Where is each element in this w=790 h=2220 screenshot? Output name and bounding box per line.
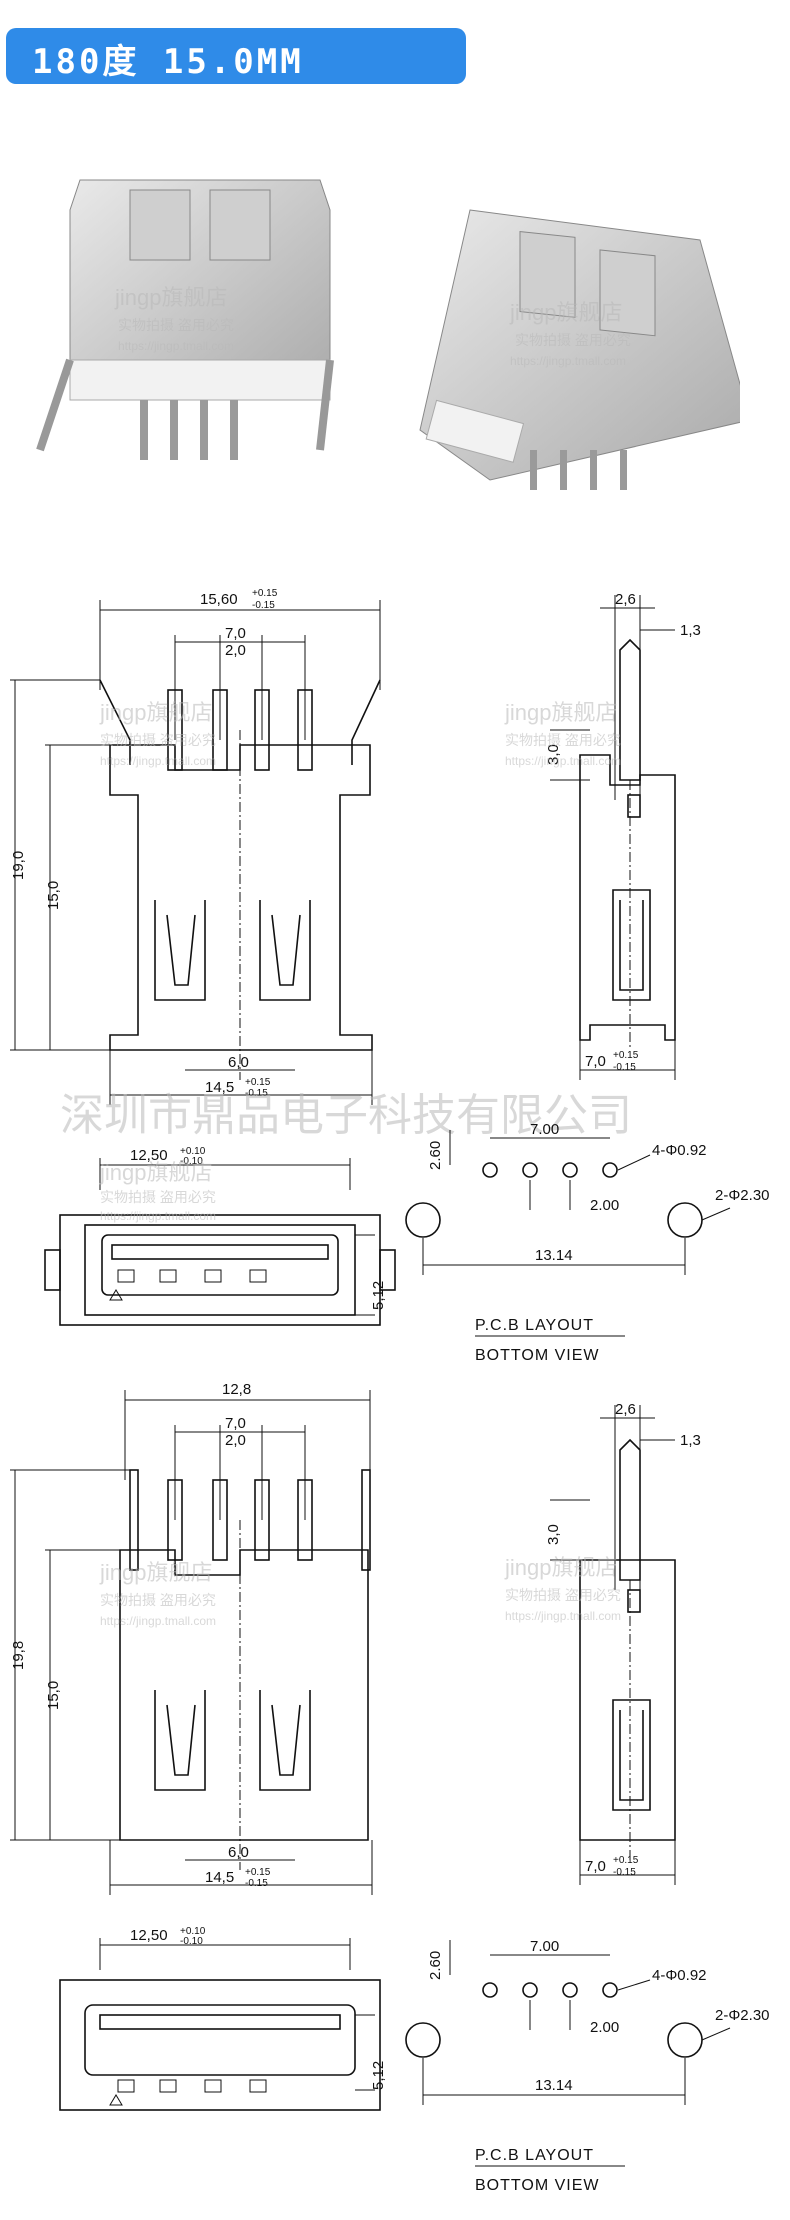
drawing-bottom-1: 12,50 +0.10 -0.10 5,12 jingp旗舰店 实物拍摄 盗用必… <box>44 1146 396 1326</box>
svg-text:jingp旗舰店: jingp旗舰店 <box>99 700 212 725</box>
svg-text:实物拍摄 盗用必究: 实物拍摄 盗用必究 <box>118 317 234 333</box>
svg-text:jingp旗舰店: jingp旗舰店 <box>509 300 622 325</box>
pcb-offset: 2.60 <box>427 1141 444 1170</box>
drawing-front-2: 12,8 7,0 2,0 19,8 15,0 6,0 14,5 +0.15 -0… <box>10 1381 373 1895</box>
dim-pin-width: 1,3 <box>680 622 701 639</box>
svg-text:+0.15: +0.15 <box>613 1855 639 1866</box>
svg-text:https://jingp.tmall.com: https://jingp.tmall.com <box>118 339 234 353</box>
page-title: 180度 15.0MM <box>32 42 304 82</box>
dim-depth-2: 7,0 <box>585 1858 606 1875</box>
svg-text:jingp旗舰店: jingp旗舰店 <box>99 1560 212 1585</box>
svg-text:-0.15: -0.15 <box>613 1867 636 1878</box>
company-watermark: 深圳市鼎品电子科技有限公司 <box>60 1091 632 1140</box>
dim-pin-pitch: 2,0 <box>225 642 246 659</box>
svg-text:实物拍摄 盗用必究: 实物拍摄 盗用必究 <box>515 332 631 348</box>
dim-tab-span-2: 6,0 <box>228 1844 249 1861</box>
drawing-front-1: 15,60 +0.15 -0.15 7,0 2,0 19,0 15,0 6,0 … <box>10 588 381 1105</box>
product-photo-front: jingp旗舰店 实物拍摄 盗用必究 https://jingp.tmall.c… <box>36 179 334 460</box>
pcb-pin-span: 7.00 <box>530 1121 559 1138</box>
dim-pin-length-2: 3,0 <box>545 1524 562 1545</box>
dim-pin-pitch-2: 2,0 <box>225 1432 246 1449</box>
svg-text:https://jingp.tmall.com: https://jingp.tmall.com <box>505 754 621 768</box>
svg-text:-0.15: -0.15 <box>252 600 275 611</box>
svg-text:+0.10: +0.10 <box>180 1146 206 1157</box>
photo-watermark: jingp旗舰店 <box>114 285 227 310</box>
dim-height-total-2: 19,8 <box>10 1641 27 1670</box>
pcb-offset-2: 2.60 <box>427 1951 444 1980</box>
svg-text:https://jingp.tmall.com: https://jingp.tmall.com <box>510 354 626 368</box>
dim-height-total: 19,0 <box>10 851 27 880</box>
dim-body-height-2: 15,0 <box>45 1681 62 1710</box>
svg-text:https://jingp.tmall.com: https://jingp.tmall.com <box>505 1609 621 1623</box>
dim-base-width-2: 14,5 <box>205 1869 234 1886</box>
dim-pin-width-2: 1,3 <box>680 1432 701 1449</box>
dim-body-height: 15,0 <box>45 881 62 910</box>
svg-text:实物拍摄 盗用必究: 实物拍摄 盗用必究 <box>100 732 216 748</box>
svg-text:实物拍摄 盗用必究: 实物拍摄 盗用必究 <box>505 732 621 748</box>
svg-text:https://jingp.tmall.com: https://jingp.tmall.com <box>100 1614 216 1628</box>
drawing-side-1: 2,6 1,3 3,0 7,0 +0.15 -0.15 jingp旗舰店 实物拍… <box>504 591 701 1080</box>
pcb-tab-hole-2: 2-Φ2.30 <box>715 2007 770 2024</box>
dim-width-total-2: 12,8 <box>222 1381 251 1398</box>
pcb-subtitle: BOTTOM VIEW <box>475 1347 599 1364</box>
svg-text:https://jingp.tmall.com: https://jingp.tmall.com <box>100 754 216 768</box>
dim-thickness-2: 2,6 <box>615 1401 636 1418</box>
pcb-title: P.C.B LAYOUT <box>475 1317 594 1334</box>
pcb-subtitle-2: BOTTOM VIEW <box>475 2177 599 2194</box>
svg-text:+0.15: +0.15 <box>613 1050 639 1061</box>
svg-text:+0.15: +0.15 <box>245 1867 271 1878</box>
dim-pin-span-2: 7,0 <box>225 1415 246 1432</box>
svg-text:-0.15: -0.15 <box>245 1878 268 1889</box>
svg-text:-0.15: -0.15 <box>245 1088 268 1099</box>
drawing-bottom-2: 12,50 +0.10 -0.10 5,12 <box>59 1926 387 2111</box>
svg-text:jingp旗舰店: jingp旗舰店 <box>504 1555 617 1580</box>
svg-text:jingp旗舰店: jingp旗舰店 <box>99 1160 212 1185</box>
svg-text:-0.10: -0.10 <box>180 1936 203 1947</box>
pcb-tab-hole: 2-Φ2.30 <box>715 1187 770 1204</box>
dim-thickness: 2,6 <box>615 591 636 608</box>
pcb-tab-span: 13.14 <box>535 1247 573 1264</box>
pcb-title-2: P.C.B LAYOUT <box>475 2147 594 2164</box>
product-photo-angle: jingp旗舰店 实物拍摄 盗用必究 https://jingp.tmall.c… <box>419 209 740 490</box>
svg-text:-0.10: -0.10 <box>180 1156 203 1167</box>
dim-pin-span: 7,0 <box>225 625 246 642</box>
dim-bottom-width: 12,50 <box>130 1147 168 1164</box>
pcb-pin-span-2: 7.00 <box>530 1938 559 1955</box>
dim-bottom-height-2: 5,12 <box>370 2061 387 2090</box>
dim-pin-length: 3,0 <box>545 744 562 765</box>
svg-text:深圳市鼎品电子科技有限公司: 深圳市鼎品电子科技有限公司 <box>60 1091 632 1140</box>
svg-text:-0.15: -0.15 <box>613 1062 636 1073</box>
pcb-layout-2: 2.60 7.00 4-Φ0.92 2.00 2-Φ2.30 13.14 P.C… <box>405 1938 770 2194</box>
svg-text:https://jingp.tmall.com: https://jingp.tmall.com <box>100 1209 216 1223</box>
dim-tab-span: 6,0 <box>228 1054 249 1071</box>
pcb-layout-1: 2.60 7.00 4-Φ0.92 2.00 2-Φ2.30 13.14 P.C… <box>405 1121 770 1364</box>
dim-bottom-height: 5,12 <box>370 1281 387 1310</box>
dim-base-width: 14,5 <box>205 1079 234 1096</box>
drawing-side-2: 2,6 1,3 3,0 7,0 +0.15 -0.15 jingp旗舰店 实物拍… <box>504 1401 701 1885</box>
svg-text:+0.15: +0.15 <box>252 588 278 599</box>
pcb-pin-hole-2: 4-Φ0.92 <box>652 1967 707 1984</box>
dim-bottom-width-2: 12,50 <box>130 1927 168 1944</box>
svg-text:实物拍摄 盗用必究: 实物拍摄 盗用必究 <box>100 1189 216 1205</box>
pcb-tab-span-2: 13.14 <box>535 2077 573 2094</box>
svg-text:+0.15: +0.15 <box>245 1077 271 1088</box>
svg-text:实物拍摄 盗用必究: 实物拍摄 盗用必究 <box>100 1592 216 1608</box>
dim-width-total: 15,60 <box>200 591 238 608</box>
title-banner: 180度 15.0MM <box>6 28 466 84</box>
dim-depth: 7,0 <box>585 1053 606 1070</box>
svg-text:+0.10: +0.10 <box>180 1926 206 1937</box>
pcb-pin-hole: 4-Φ0.92 <box>652 1142 707 1159</box>
pcb-pin-pitch: 2.00 <box>590 1197 619 1214</box>
pcb-pin-pitch-2: 2.00 <box>590 2019 619 2036</box>
svg-text:实物拍摄 盗用必究: 实物拍摄 盗用必究 <box>505 1587 621 1603</box>
svg-text:jingp旗舰店: jingp旗舰店 <box>504 700 617 725</box>
